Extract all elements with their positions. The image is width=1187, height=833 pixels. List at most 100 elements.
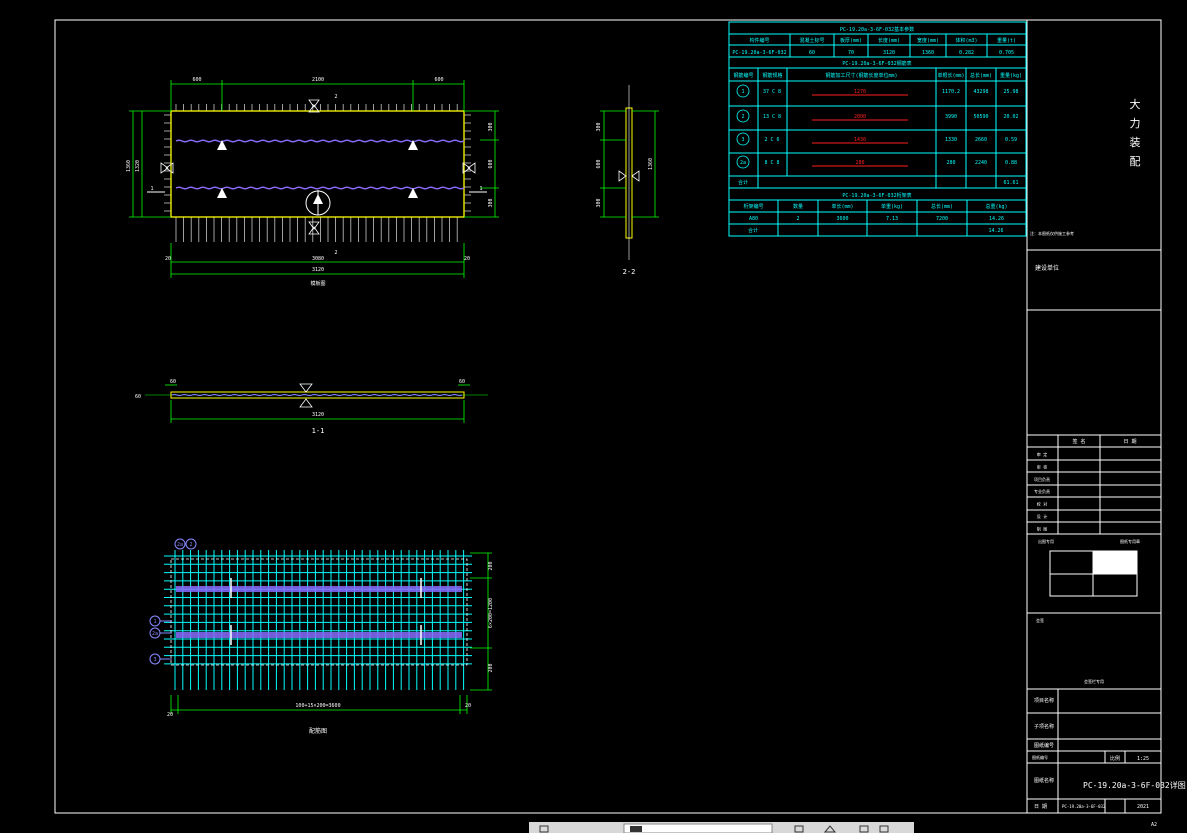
svg-text:200: 200	[488, 663, 494, 672]
section-2-2-title: 2-2	[623, 268, 636, 276]
svg-text:600: 600	[192, 77, 201, 83]
rebar-callout: 2a	[149, 627, 172, 639]
table2-title: PC-19.20a-3-6F-032钢筋表	[842, 60, 911, 67]
section-1-1: 60 60 3120 60 1-1	[135, 379, 488, 435]
table3-header-cell: 单重(kg)	[881, 203, 903, 210]
table1-title: PC-19.20a-3-6F-032基本参数	[840, 26, 914, 33]
sign-hdr-date: 日 期	[1123, 439, 1136, 445]
svg-text:600: 600	[596, 159, 602, 168]
section-2-2: 300 600 300 1360 2-2	[596, 85, 659, 276]
table3-cell: 2	[796, 216, 799, 222]
sheet-size: A2	[1151, 822, 1157, 828]
table3-cell: 3600	[836, 216, 848, 222]
table2-header-cell: 钢筋加工尺寸(钢筋长度单位mm)	[825, 72, 897, 79]
rebar-callout: 2a	[174, 538, 186, 550]
table3-header-cell: 总重(kg)	[985, 203, 1007, 210]
svg-text:2: 2	[334, 94, 337, 100]
plan-view[interactable]	[147, 99, 487, 242]
sign-row-label: 制 图	[1037, 525, 1047, 531]
svg-text:3080: 3080	[312, 256, 324, 262]
stamp-filled-cell	[1093, 551, 1137, 574]
table2-sum-value: 61.61	[1003, 180, 1018, 186]
table3-cell: 7200	[936, 216, 948, 222]
date-label: 日 期	[1034, 804, 1047, 810]
rebar-callout: 3	[149, 653, 172, 665]
truss-band-top	[176, 586, 462, 592]
table2-header-cell: 重量(kg)	[1000, 72, 1022, 79]
table3-sum-value: 14.26	[988, 228, 1003, 234]
svg-text:60: 60	[170, 379, 176, 385]
svg-text:20: 20	[167, 712, 173, 718]
stamp-note: 图纸专用章	[1120, 538, 1140, 544]
table3-sum-label: 合计	[748, 227, 758, 234]
svg-text:1360: 1360	[126, 160, 132, 172]
svg-text:300: 300	[488, 198, 494, 207]
edit-icon	[630, 826, 642, 832]
bottom-toolbar[interactable]	[529, 822, 914, 833]
rebar-single: 1170.2	[942, 89, 960, 95]
sign-hdr-name: 签 名	[1072, 438, 1085, 445]
svg-text:60: 60	[135, 394, 141, 400]
svg-text:3120: 3120	[312, 267, 324, 273]
svg-text:3: 3	[153, 657, 156, 663]
table3-header-cell: 单长(mm)	[831, 203, 853, 210]
svg-text:300: 300	[488, 122, 494, 131]
parameter-tables	[728, 21, 1027, 237]
rebar-weight: 20.02	[1003, 114, 1018, 120]
rebar-bottom-dim: 100+15×200=3600	[295, 703, 340, 709]
table3-header-cell: 数量	[793, 203, 803, 210]
table1-header-cell: 宽度(mm)	[917, 37, 939, 44]
svg-text:300: 300	[596, 122, 602, 131]
table1-header-cell: 构件编号	[749, 37, 769, 44]
table3-header-cell: 总长(mm)	[931, 203, 953, 210]
company-char: 力	[1130, 117, 1141, 130]
subproject-label: 子项名称	[1034, 723, 1054, 730]
table2-header-cell: 钢筋规格	[762, 72, 782, 79]
svg-text:2: 2	[189, 542, 192, 548]
rebar-spec: 13 C 8	[763, 114, 781, 120]
rebar-no: 1	[741, 89, 744, 95]
truss-line-bottom	[175, 186, 465, 190]
year: 2021	[1137, 804, 1149, 810]
svg-text:20: 20	[165, 256, 171, 262]
svg-text:600: 600	[434, 77, 443, 83]
rebar-callout: 1	[149, 615, 172, 627]
scale-value: 1:25	[1137, 756, 1149, 762]
cut-markers	[160, 99, 476, 235]
rebar-callout: 2	[185, 538, 197, 550]
drawing-title: PC-19.20a-3-6F-032详图	[1083, 780, 1186, 790]
square-icon	[859, 825, 869, 833]
svg-text:1: 1	[479, 186, 482, 192]
sign-row-label: 设 计	[1037, 513, 1047, 519]
table3-cell: 7.13	[886, 216, 898, 222]
small-note: 注：本图纸仅供施工参考	[1030, 230, 1074, 236]
drawing-title-label: 图纸名称	[1034, 777, 1054, 784]
table3-cell: 14.26	[989, 216, 1004, 222]
truss-line-top	[175, 139, 465, 143]
rebar-len: 1430	[854, 137, 866, 143]
table2-header-cell: 钢筋编号	[733, 72, 753, 79]
table1-cell: PC-19.20a-3-6F-032	[732, 50, 786, 56]
project-label: 建设单位	[1035, 264, 1059, 272]
svg-text:6×200=1200: 6×200=1200	[488, 598, 494, 628]
rebar-len: 2800	[854, 114, 866, 120]
table3-header-cell: 桁架编号	[743, 203, 763, 210]
table1-cell: 70	[848, 50, 854, 56]
sign-row-label: 审 核	[1037, 463, 1047, 469]
stamp-label: 出图专用	[1038, 538, 1054, 544]
drawing-no-label: 图纸编号	[1034, 742, 1054, 749]
rebar-spec: 37 C 8	[763, 89, 781, 95]
rebar-dimensions	[170, 552, 492, 714]
grid-icon	[879, 825, 889, 833]
triangle-icon	[823, 825, 837, 833]
table1-cell: 0.705	[999, 50, 1014, 56]
rebar-total: 2660	[975, 137, 987, 143]
seal-label: 会签	[1036, 617, 1044, 623]
seal-note: 会签栏专用	[1084, 678, 1104, 684]
table1-cell: 60	[809, 50, 815, 56]
